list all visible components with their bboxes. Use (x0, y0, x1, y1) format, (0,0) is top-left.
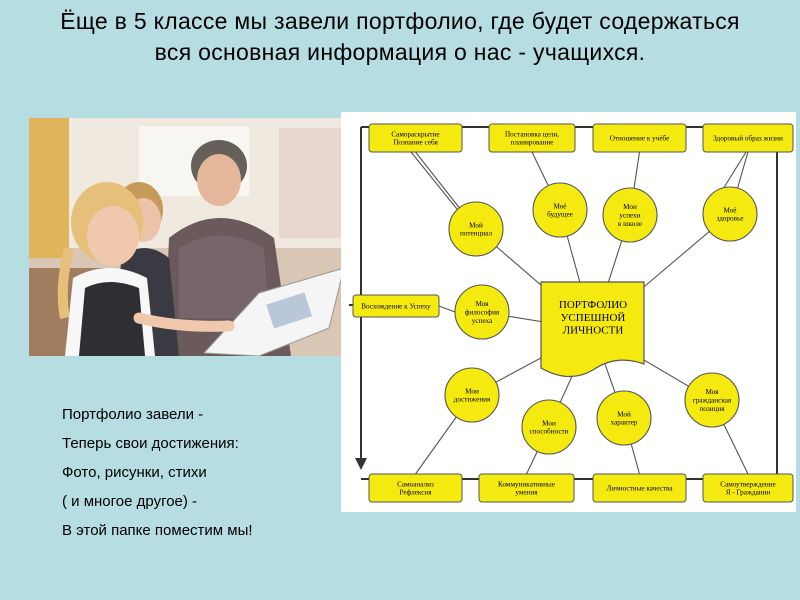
topic-circle-label: Моё (554, 202, 567, 210)
bottom-box (702, 473, 794, 503)
poem-text: Портфолио завели - Теперь свои достижени… (62, 400, 253, 545)
bottom-box (592, 473, 687, 503)
portfolio-diagram: ПОРТФОЛИОУСПЕШНОЙЛИЧНОСТИСамораскрытиеПо… (341, 112, 796, 512)
topic-circle (454, 284, 510, 340)
poem-line: Фото, рисунки, стихи (62, 464, 207, 481)
bottom-box-label: Я - Гражданин (726, 489, 771, 497)
bottom-box-label: Личностные качества (606, 485, 673, 493)
topic-circle-label: Моя (706, 388, 720, 396)
bottom-box-label: Самоутверждение (720, 480, 775, 488)
topic-circle-label: характер (611, 419, 638, 427)
center-banner (540, 281, 645, 378)
bottom-box (368, 473, 463, 503)
slide-title: Ёще в 5 классе мы завели портфолио, где … (60, 8, 740, 65)
top-box (702, 123, 794, 153)
top-box-label: планирование (511, 139, 554, 147)
bottom-box-label: Рефлексия (399, 489, 432, 497)
poem-line: Портфолио завели - (62, 406, 204, 423)
topic-circle-label: философия (465, 309, 500, 317)
topic-circle-label: достижения (454, 396, 491, 404)
topic-circle (702, 186, 758, 242)
bottom-box-label: Коммуникативные (498, 480, 555, 488)
topic-circle (602, 187, 658, 243)
top-box-label: Отношение к учёбе (610, 135, 670, 143)
left-box-label: Восхождение к Успеху (361, 303, 431, 311)
topic-circle-label: Мои (623, 203, 637, 211)
top-box-label: Здоровый образ жизни (713, 135, 783, 143)
poem-line: ( и многое другое) - (62, 493, 198, 510)
topic-circle-label: Мой (617, 410, 631, 418)
topic-circle-label: потенциал (460, 230, 492, 238)
topic-circle-label: Мои (465, 387, 479, 395)
topic-circle (521, 399, 577, 455)
center-title: ЛИЧНОСТИ (563, 325, 624, 337)
topic-circle-label: в школе (618, 220, 642, 228)
topic-circle-label: успехи (619, 212, 640, 220)
poem-line: Теперь свои достижения: (62, 435, 239, 452)
topic-circle (684, 372, 740, 428)
top-box (592, 123, 687, 153)
topic-circle-label: здоровье (716, 215, 743, 223)
top-box (368, 123, 463, 153)
teacher-students-photo (29, 118, 351, 356)
left-box (352, 294, 440, 318)
topic-circle (444, 367, 500, 423)
topic-circle (596, 390, 652, 446)
top-box (488, 123, 576, 153)
topic-circle-label: Моя (476, 300, 490, 308)
topic-circle-label: Мой (469, 221, 483, 229)
topic-circle (448, 201, 504, 257)
bottom-box-label: Самоанализ (397, 480, 434, 488)
topic-circle-label: успеха (472, 317, 493, 325)
top-box-label: Познание себя (393, 139, 438, 147)
top-box-label: Самораскрытие (391, 130, 439, 138)
center-title: УСПЕШНОЙ (561, 312, 626, 324)
topic-circle-label: Мои (542, 419, 556, 427)
top-box-label: Постановка цели, (505, 130, 559, 138)
topic-circle-label: Моё (724, 206, 737, 214)
topic-circle (532, 182, 588, 238)
bottom-box-label: умения (515, 489, 538, 497)
topic-circle-label: способности (529, 428, 568, 436)
topic-circle-label: будущее (547, 211, 573, 219)
topic-circle-label: гражданская (693, 397, 732, 405)
poem-line: В этой папке поместим мы! (62, 522, 253, 539)
center-title: ПОРТФОЛИО (559, 299, 627, 311)
topic-circle-label: позиция (699, 405, 725, 413)
bottom-box (478, 473, 575, 503)
